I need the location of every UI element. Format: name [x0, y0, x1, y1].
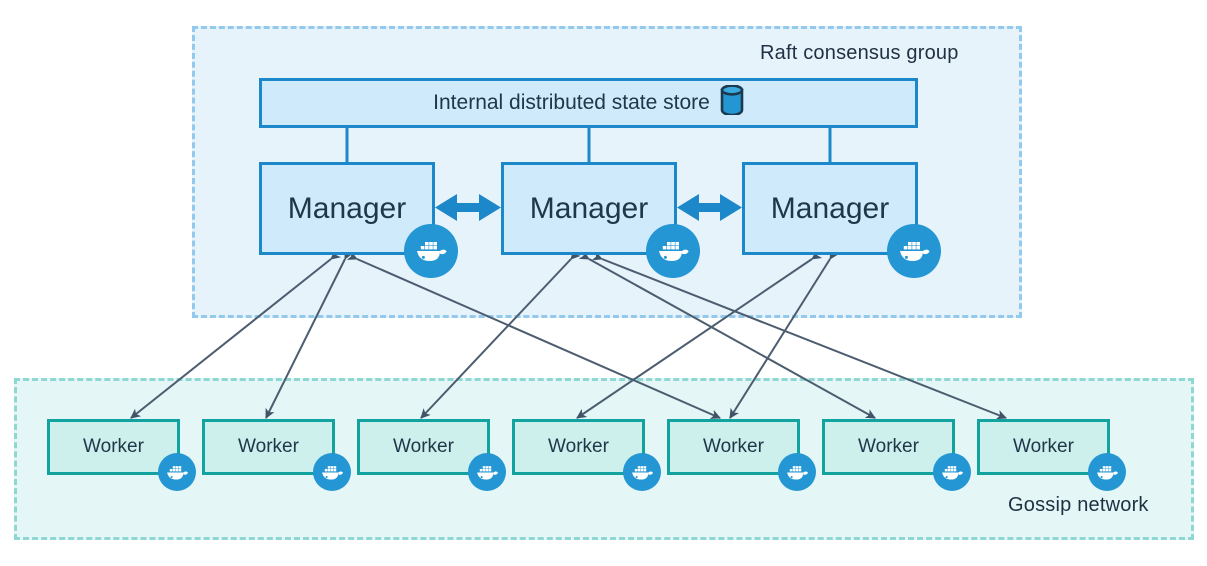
docker-whale-icon	[646, 224, 700, 278]
worker-node-5[interactable]: Worker	[667, 419, 816, 491]
worker-label: Worker	[238, 436, 299, 457]
worker-node-4[interactable]: Worker	[512, 419, 661, 491]
worker-node-2[interactable]: Worker	[202, 419, 351, 491]
docker-whale-icon	[887, 224, 941, 278]
raft-consensus-group-label: Raft consensus group	[760, 42, 959, 64]
manager-label: Manager	[529, 191, 649, 225]
docker-whale-icon	[158, 453, 196, 491]
worker-label: Worker	[1013, 436, 1074, 457]
manager-node-3[interactable]: Manager	[742, 162, 941, 278]
docker-whale-icon	[1088, 453, 1126, 491]
worker-node-1[interactable]: Worker	[47, 419, 196, 491]
worker-label: Worker	[393, 436, 454, 457]
docker-whale-icon	[933, 453, 971, 491]
internal-distributed-state-store[interactable]: Internal distributed state store	[259, 78, 918, 128]
worker-node-3[interactable]: Worker	[357, 419, 506, 491]
docker-whale-icon	[404, 224, 458, 278]
worker-label: Worker	[858, 436, 919, 457]
docker-whale-icon	[468, 453, 506, 491]
worker-node-6[interactable]: Worker	[822, 419, 971, 491]
worker-label: Worker	[703, 436, 764, 457]
manager-label: Manager	[770, 191, 890, 225]
manager-node-2[interactable]: Manager	[501, 162, 700, 278]
worker-label: Worker	[83, 436, 144, 457]
manager-node-1[interactable]: Manager	[259, 162, 458, 278]
docker-whale-icon	[623, 453, 661, 491]
worker-label: Worker	[548, 436, 609, 457]
docker-whale-icon	[313, 453, 351, 491]
worker-node-7[interactable]: Worker	[977, 419, 1126, 491]
docker-whale-icon	[778, 453, 816, 491]
database-cylinder-icon	[720, 84, 744, 121]
gossip-network-label: Gossip network	[1008, 494, 1149, 516]
manager-label: Manager	[287, 191, 407, 225]
state-store-label: Internal distributed state store	[433, 91, 710, 114]
